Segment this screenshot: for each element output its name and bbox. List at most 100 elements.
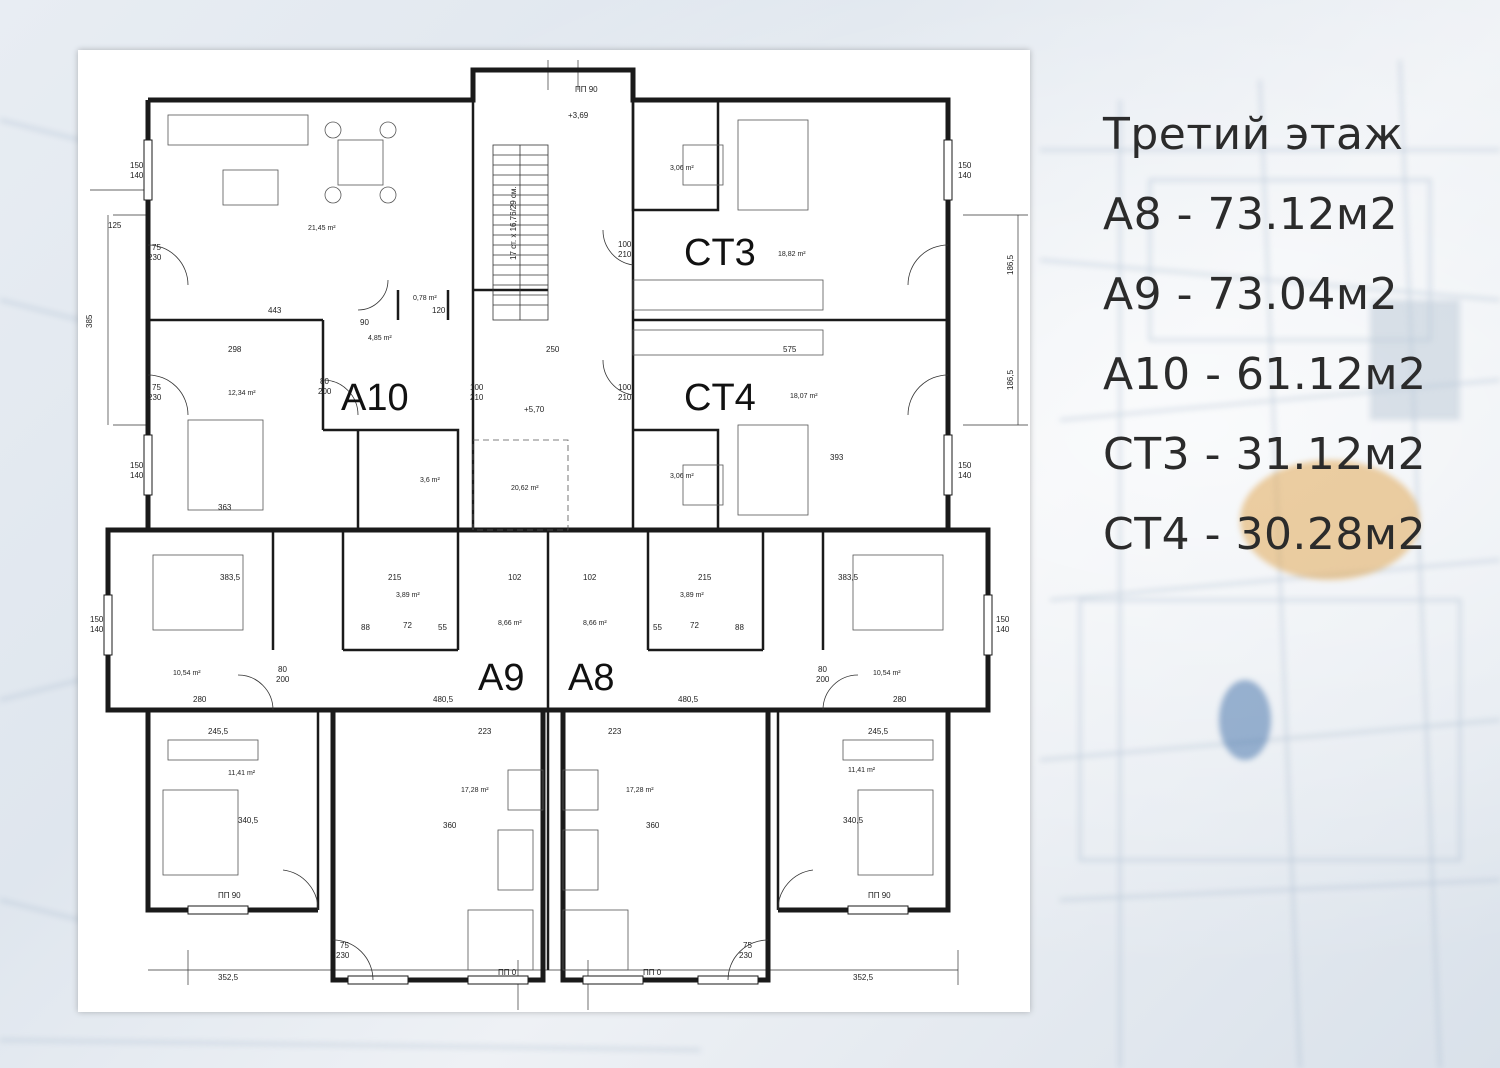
area-ct4-room: 18,07 m²	[790, 393, 818, 400]
dim-352-left: 352,5	[218, 973, 239, 982]
dim-280-right: 280	[893, 695, 907, 704]
room-areas: 21,45 m² 0,78 m² 4,85 m² 12,34 m² 3,6 m²…	[173, 165, 901, 794]
dim-88-a9: 88	[361, 623, 370, 632]
dim-80-a9: 80	[278, 665, 287, 674]
label-a9: A9	[478, 657, 524, 699]
dim-80-a8: 80	[818, 665, 827, 674]
dim-140-top-right: 140	[958, 171, 972, 180]
dim-352-right: 352,5	[853, 973, 874, 982]
dim-280-left: 280	[193, 695, 207, 704]
dim-140-top-left: 140	[130, 171, 144, 180]
floor-title: Третий этаж	[1103, 109, 1404, 160]
dim-360-left: 360	[443, 821, 457, 830]
dim-230-bottom-left: 230	[336, 951, 350, 960]
dim-360-right: 360	[646, 821, 660, 830]
stair-note: 17 ст. х 16,76/29 см.	[509, 186, 518, 260]
furniture	[152, 114, 944, 971]
label-ct4: CT4	[684, 377, 756, 419]
dim-75-bottom-right: 75	[743, 941, 752, 950]
dim-140-low-left: 140	[90, 625, 104, 634]
dim-140-low-right: 140	[996, 625, 1010, 634]
area-bath-a9: 3,89 m²	[396, 592, 420, 599]
area-bed-a8-top: 10,54 m²	[873, 670, 901, 677]
dim-88-a8: 88	[735, 623, 744, 632]
dim-80-a10: 80	[320, 377, 329, 386]
dim-200-a9: 200	[276, 675, 290, 684]
dim-383-left: 383,5	[220, 573, 241, 582]
dim-245-right: 245,5	[868, 727, 889, 736]
label-a8: A8	[568, 657, 614, 699]
area-stair-hall: 20,62 m²	[511, 485, 539, 492]
window-pp0-a9: ПП 0	[498, 968, 517, 977]
area-bed-a9-bottom: 11,41 m²	[228, 770, 256, 777]
dim-215-left: 215	[388, 573, 402, 582]
dim-72-a9: 72	[403, 621, 412, 630]
area-bed-a8-bottom: 11,41 m²	[848, 767, 876, 774]
window-pp90-right-bottom: ПП 90	[868, 891, 891, 900]
level-mark-middle: +5,70	[524, 405, 545, 414]
window-pp0-a8: ПП 0	[643, 968, 662, 977]
area-legend: Третий этаж A8 - 73.12м2 A9 - 73.04м2 A1…	[1103, 95, 1483, 575]
dim-575: 575	[783, 345, 797, 354]
dim-210-ct3: 210	[618, 250, 632, 259]
dim-230-top-left: 230	[148, 253, 162, 262]
area-hall-a10: 4,85 m²	[368, 335, 392, 342]
area-a9: A9 - 73.04м2	[1103, 269, 1399, 320]
dim-100-ct3: 100	[618, 240, 632, 249]
dim-102-left: 102	[508, 573, 522, 582]
dim-340-left: 340,5	[238, 816, 259, 825]
dim-210-ct4: 210	[618, 393, 632, 402]
area-bath-a10: 3,6 m²	[420, 477, 441, 484]
window-pp90-top: ПП 90	[575, 85, 598, 94]
area-bed-a10: 12,34 m²	[228, 390, 256, 397]
label-ct3: CT3	[684, 232, 756, 274]
dim-186-top: 186,5	[1006, 254, 1015, 275]
dim-125: 125	[108, 221, 122, 230]
dim-385: 385	[85, 314, 94, 328]
area-a8: A8 - 73.12м2	[1103, 189, 1399, 240]
area-a10: A10 - 61.12м2	[1103, 349, 1427, 400]
dim-383-right: 383,5	[838, 573, 859, 582]
dim-480-right: 480,5	[678, 695, 699, 704]
area-hall-a9: 8,66 m²	[498, 620, 522, 627]
area-ct3-room: 18,82 m²	[778, 251, 806, 258]
dimension-lines	[90, 60, 1028, 1010]
dim-55-a9: 55	[438, 623, 447, 632]
dim-230-mid-left: 230	[148, 393, 162, 402]
level-mark-top: +3,69	[568, 111, 589, 120]
dim-480-left: 480,5	[433, 695, 454, 704]
dim-75-mid-left: 75	[152, 383, 161, 392]
floor-plan-drawing: A10 CT3 CT4 A9 A8 21,45 m² 0,78 m² 4,85 …	[85, 60, 1028, 1010]
dim-200-a8: 200	[816, 675, 830, 684]
label-a10: A10	[341, 377, 409, 419]
dim-245-left: 245,5	[208, 727, 229, 736]
area-bath-ct3: 3,06 m²	[670, 165, 694, 172]
dim-223-left: 223	[478, 727, 492, 736]
dimension-texts: 443 298 363 250 120 383,5 383,5 480,5 48…	[85, 85, 1015, 982]
dim-100-ct4: 100	[618, 383, 632, 392]
dim-250: 250	[546, 345, 560, 354]
dim-150-top-left: 150	[130, 161, 144, 170]
dim-363: 363	[218, 503, 232, 512]
dim-150-mid-left: 150	[130, 461, 144, 470]
dim-140-mid-right: 140	[958, 471, 972, 480]
dim-75-top-left: 75	[152, 243, 161, 252]
dim-443: 443	[268, 306, 282, 315]
dim-230-bottom-right: 230	[739, 951, 753, 960]
area-living-a10: 21,45 m²	[308, 225, 336, 232]
dim-210-stair: 210	[470, 393, 484, 402]
floor-plan-sheet: A10 CT3 CT4 A9 A8 21,45 m² 0,78 m² 4,85 …	[78, 50, 1030, 1012]
area-ct3: CT3 - 31.12м2	[1103, 429, 1427, 480]
interior-walls	[148, 100, 948, 970]
dim-102-right: 102	[583, 573, 597, 582]
dim-186-bottom: 186,5	[1006, 369, 1015, 390]
dim-90-a10: 90	[360, 318, 369, 327]
dim-150-low-left: 150	[90, 615, 104, 624]
window-pp90-left-bottom: ПП 90	[218, 891, 241, 900]
staircase	[492, 144, 549, 321]
dim-393: 393	[830, 453, 844, 462]
dim-100-stair: 100	[470, 383, 484, 392]
dim-150-mid-right: 150	[958, 461, 972, 470]
area-ct4: CT4 - 30.28м2	[1103, 509, 1427, 560]
